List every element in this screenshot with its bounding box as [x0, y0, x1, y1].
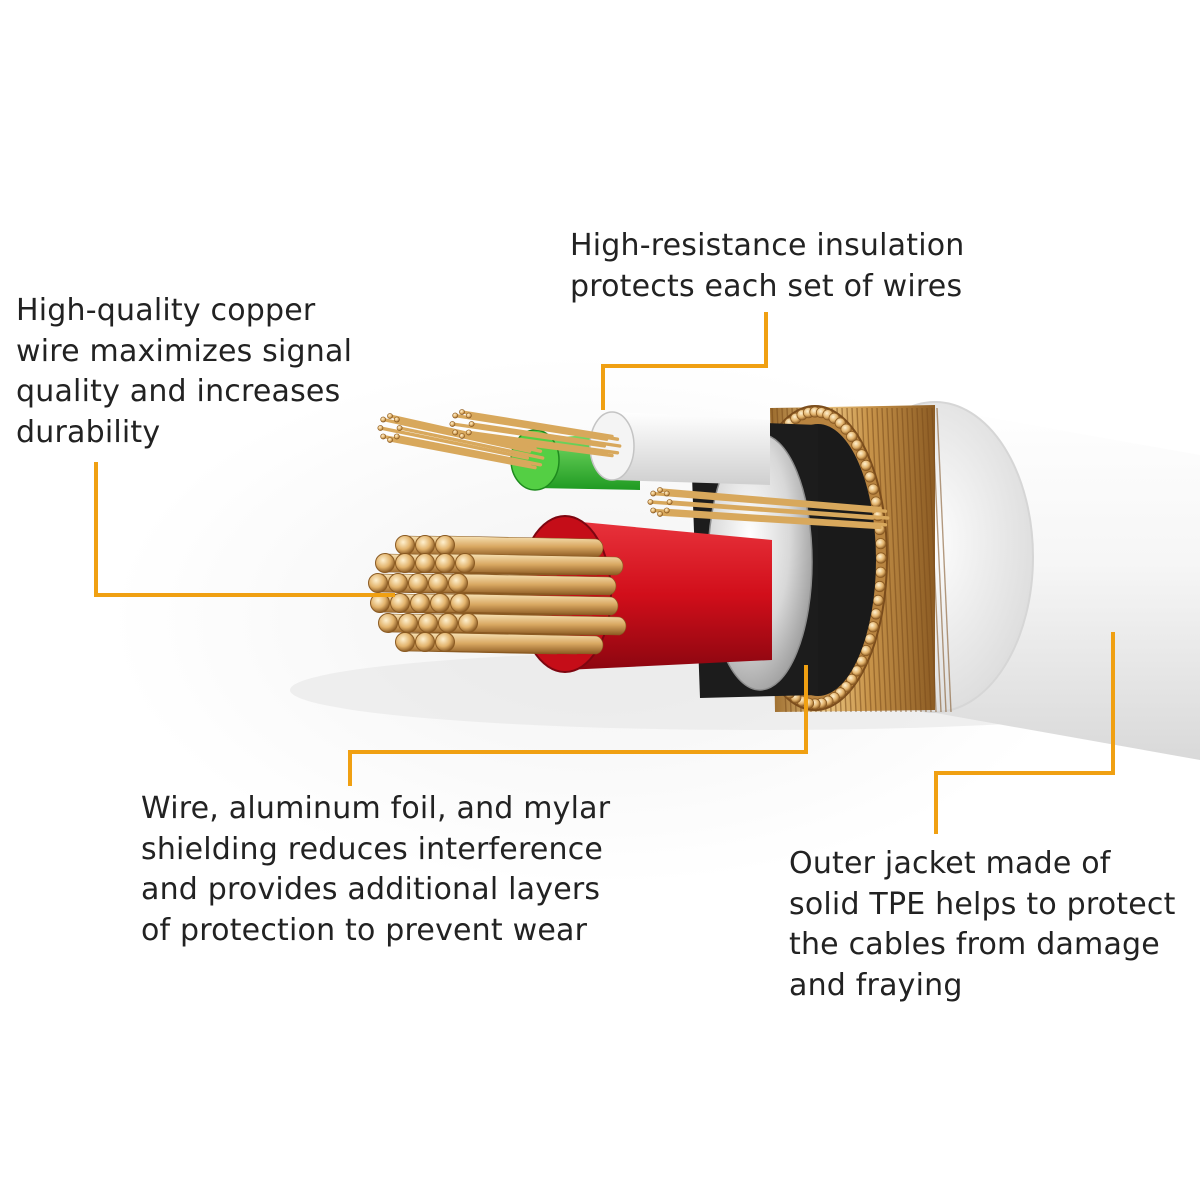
callout-line: the cables from damage [789, 927, 1160, 962]
callout-line: High-quality copper [16, 293, 316, 328]
large-copper-strand-bundle [368, 535, 627, 655]
callout-line: High-resistance insulation [570, 228, 965, 263]
callout-line: and fraying [789, 967, 963, 1003]
thin-copper-strands [377, 409, 890, 530]
callout-outer-jacket: Outer jacket made of solid TPE helps to … [789, 844, 1176, 1006]
callout-line: Wire, aluminum foil, and mylar [141, 791, 611, 826]
callout-line: of protection to prevent wear [141, 912, 588, 948]
callout-insulation: High-resistance insulation protects each… [570, 226, 965, 307]
leader-jacket [934, 632, 1115, 834]
callout-line: wire maximizes signal [16, 333, 353, 369]
callout-copper-wire: High-quality copper wire maximizes signa… [16, 291, 352, 453]
leader-lines [94, 312, 1115, 834]
callout-line: protects each set of wires [570, 268, 963, 304]
callout-line: shielding reduces interference [141, 831, 604, 867]
callout-shielding: Wire, aluminum foil, and mylar shielding… [141, 789, 610, 951]
callout-line: Outer jacket made of [789, 846, 1111, 881]
callout-line: solid TPE helps to protect [789, 886, 1176, 922]
callout-line: quality and increases [16, 374, 341, 409]
leader-insulation [601, 312, 768, 410]
leader-shielding [348, 665, 808, 786]
leader-copper [94, 462, 395, 597]
white-insulated-wire [589, 411, 770, 485]
callout-line: durability [16, 414, 161, 450]
callout-line: and provides additional layers [141, 872, 601, 907]
